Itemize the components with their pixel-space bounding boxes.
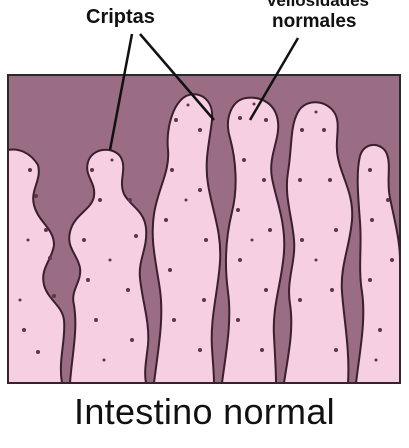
figure-caption: Intestino normal — [0, 391, 409, 433]
label-top-partial: Vellosidades — [266, 0, 369, 11]
label-criptas: Criptas — [86, 6, 155, 29]
label-normales: normales — [272, 11, 356, 33]
